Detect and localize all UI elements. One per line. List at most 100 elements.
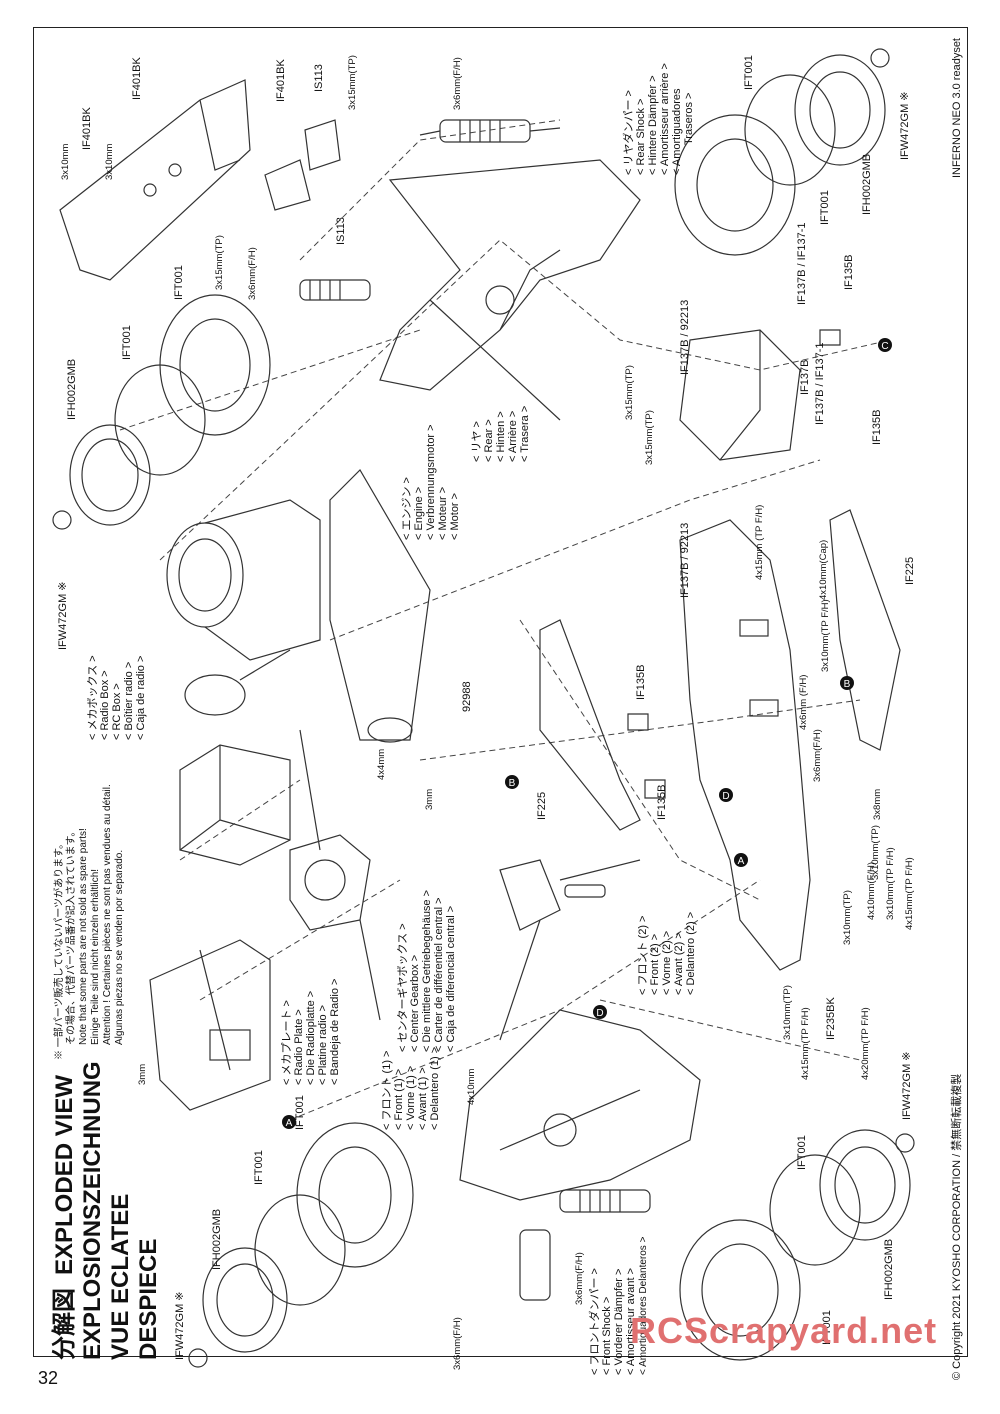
part-183-label-b: IF137B / IF137-1	[814, 342, 826, 425]
screw-4x4: 4x4mm	[376, 749, 387, 780]
screw-3x15tp-wing: 3x15mm(TP)	[347, 55, 358, 110]
radio-plate-label-5: < Bandeja de Radio >	[329, 979, 341, 1085]
screw-3mm-b: 3mm	[137, 1064, 148, 1085]
marker-b-mid: B	[509, 778, 516, 789]
part-123-label: IF135B	[843, 255, 855, 290]
rear-label-5: < Trasera >	[519, 406, 531, 462]
front1-label-4: < Avant (1) >	[417, 1067, 429, 1130]
screw-3x10-a: 3x10mm	[60, 143, 71, 180]
title-en: EXPLODED VIEW	[51, 1075, 78, 1275]
fuel-tank-drawing	[679, 329, 801, 461]
screw-4x10cap: 4x10mm(Cap)	[818, 540, 829, 600]
part-220-label-rl: IFT001	[121, 325, 133, 360]
rear-wing-drawing	[59, 79, 251, 281]
radio-box-drawing	[179, 744, 291, 866]
note-line-4: Einige Teile sind nicht einzeln erhältli…	[90, 869, 101, 1045]
rear-shock-label-2: < Rear Shock >	[635, 99, 647, 175]
rear-shock-label-1: < リヤダンパー >	[621, 90, 635, 175]
part-124-label-b: IF137B / 92213	[679, 523, 691, 598]
part-124-label-a: IF137B / 92213	[679, 300, 691, 375]
front2-drawing	[499, 859, 641, 1041]
front2-label-4: < Avant (2) >	[673, 932, 685, 995]
radio-box-label-2: < Radio Box >	[99, 670, 111, 740]
front-wheel-right-drawing	[679, 1129, 915, 1361]
title-es: DESPIECE	[135, 1239, 162, 1360]
engine-drawing	[166, 469, 431, 743]
part-171-label-fr: IFT001	[821, 1310, 833, 1345]
rear-assembly-drawing	[379, 159, 641, 421]
part-55-label: IF235BK	[825, 997, 837, 1040]
note-line-3: Note that some parts are not sold as spa…	[78, 828, 89, 1045]
part-171-label-fl: IFT001	[294, 1095, 306, 1130]
part-149-label-b: IF135B	[656, 785, 668, 820]
engine-label-5: < Motor >	[449, 493, 461, 540]
front1-label-3: < Vorne (1) >	[405, 1066, 417, 1130]
part-262-label: IF401BK	[275, 59, 287, 102]
part-183-label-a: IF137B / IF137-1	[796, 222, 808, 305]
part-170-label-rl: IFH002GMB	[66, 359, 78, 420]
radio-box-label-4: < Boîtier radio >	[123, 662, 135, 740]
part-220-label-fl: IFT001	[253, 1150, 265, 1185]
title-de: EXPLOSIONSZEICHNUNG	[79, 1061, 106, 1360]
part-170-label-rr: IFH002GMB	[861, 154, 873, 215]
screw-3x10tpfh-b: 3x10mm(TP F/H)	[885, 847, 896, 920]
engine-label-1: < エンジン >	[401, 477, 413, 540]
center-gearbox-label-3: < Die mittlere Getriebegehäuse >	[421, 890, 433, 1052]
part-220-label-fr: IFT001	[796, 1135, 808, 1170]
marker-a-chassis: A	[738, 856, 745, 867]
front2-label-1: < フロント (2) >	[637, 916, 649, 995]
part-185-label: 92988	[461, 681, 473, 712]
front-shock-label-1: < フロントダンパー >	[587, 1268, 601, 1375]
marker-b-right: B	[844, 679, 851, 690]
center-gearbox-label-2: < Center Gearbox >	[409, 955, 421, 1052]
rear-label-3: < Hinten >	[495, 411, 507, 462]
chassis-drawing	[679, 519, 811, 971]
front-shock-drawing	[519, 1189, 651, 1301]
wing-mount-left-drawing	[264, 159, 311, 211]
part-173-label-fl: IFW472GM ※	[174, 1291, 186, 1360]
center-gearbox-label-4: < Carter de différentiel central >	[433, 898, 445, 1053]
screw-4x10: 4x10mm	[466, 1068, 477, 1105]
model-name: INFERNO NEO 3.0 readyset	[951, 38, 963, 178]
rear-label-1: < リヤ >	[471, 421, 483, 462]
front1-label-5: < Delantero (1) >	[429, 1047, 441, 1130]
radio-box-label-1: < メカボックス >	[86, 655, 99, 740]
engine-label-3: < Verbrennungsmotor >	[425, 424, 437, 540]
front-wheel-left-drawing	[188, 1122, 414, 1368]
radio-plate-label-2: < Radio Plate >	[293, 1009, 305, 1085]
front-assembly-drawing	[459, 1009, 701, 1201]
title-jp: 分解図	[50, 1288, 78, 1360]
screw-3x6fh-top: 3x6mm(F/H)	[452, 57, 463, 110]
part-171-label-rl: IFT001	[173, 265, 185, 300]
rear-shock-drawing	[419, 119, 561, 143]
part-220-label-rr: IFT001	[743, 55, 755, 90]
part-171-label-rr: IFT001	[819, 190, 831, 225]
note-line-5: Attention ! Certaines pièces ne sont pas…	[102, 784, 113, 1045]
screw-4x6fh: 4x6mm (F/H)	[798, 675, 809, 730]
note-line-1: ※ 一部パーツ販売していないパーツがあります。	[52, 839, 65, 1060]
part-403-label: IS113	[335, 217, 347, 245]
part-173-label-rr: IFW472GM ※	[899, 91, 911, 160]
screw-3x10tp-b: 3x10mm(TP)	[842, 890, 853, 945]
rear-wheel-top-right-drawing	[674, 48, 890, 256]
front2-label-3: < Vorne (2) >	[661, 931, 673, 995]
screw-3x10tpfh-a: 3x10mm(TP F/H)	[820, 599, 831, 672]
front1-label-2: < Front (1) >	[393, 1069, 405, 1130]
radio-box-label-3: < RC Box >	[111, 683, 123, 740]
marker-d-chassis: D	[722, 791, 729, 802]
front-shock-label-2: < Front Shock >	[601, 1297, 613, 1375]
engine-label-2: < Engine >	[413, 487, 425, 540]
holder3-drawing	[819, 329, 841, 346]
screw-3mm-a: 3mm	[424, 789, 435, 810]
screw-3x15tp-mount: 3x15mm(TP)	[214, 235, 225, 290]
wing-mount-right-drawing	[304, 119, 341, 171]
rear-shock-label-5: < Amortiguadores	[671, 88, 683, 175]
screw-3x10tp-c: 3x10mm(TP)	[782, 985, 793, 1040]
engine-label-4: < Moteur >	[437, 487, 449, 540]
screw-3x6fh-mid: 3x6mm(F/H)	[247, 247, 258, 300]
side-guard-left-drawing	[539, 619, 641, 831]
screw-4x15tpfh-b: 4x15mm(TP F/H)	[904, 857, 915, 930]
screw-3x6fh-front-b: 3x6mm(F/H)	[452, 1317, 463, 1370]
screw-3x8: 3x8mm	[872, 789, 883, 820]
